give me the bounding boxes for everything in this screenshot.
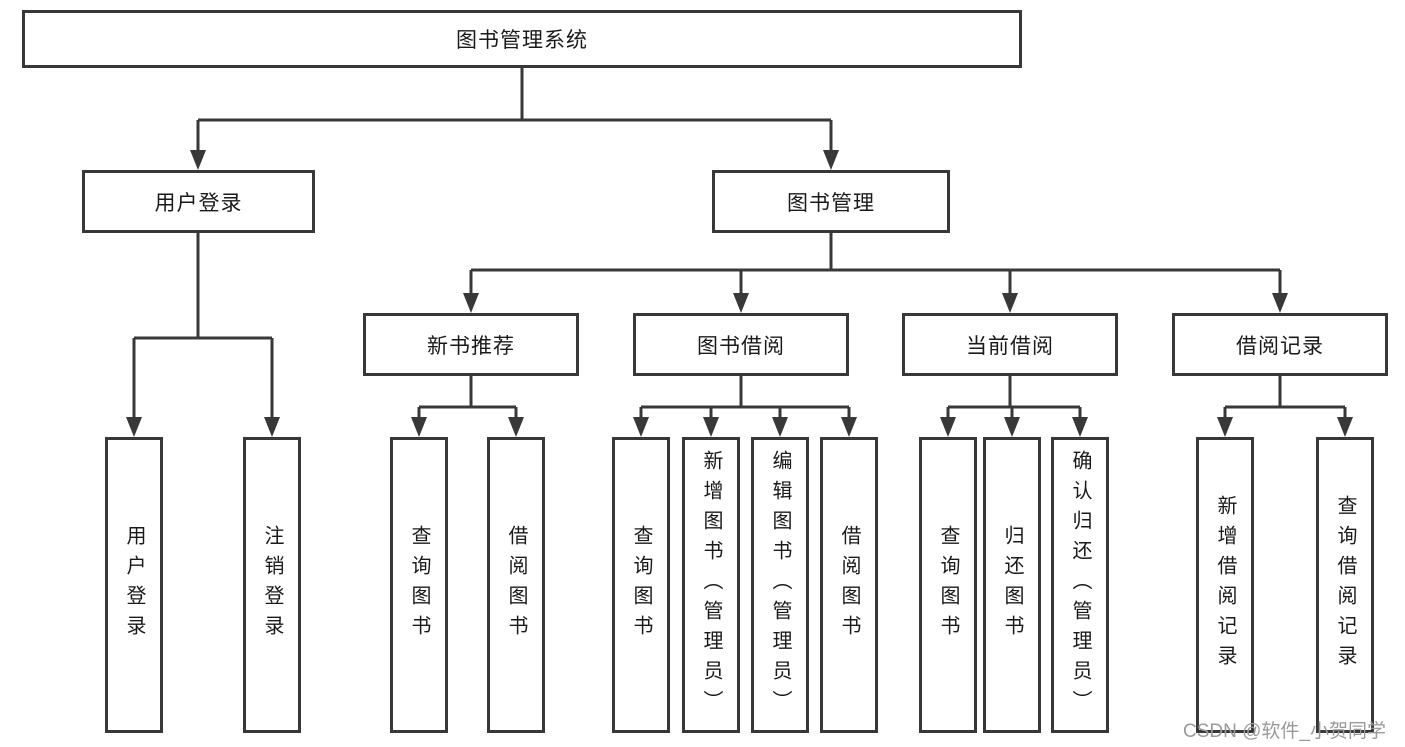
arrowhead-borrow-query [633, 417, 649, 437]
arrowhead-current-query [940, 417, 956, 437]
leaf-current-return-books: 归还图书 [983, 437, 1041, 733]
arrowhead-borrow-records [1272, 293, 1288, 313]
leaf-label: 查询图书 [630, 525, 652, 645]
node-label: 当前借阅 [966, 334, 1054, 358]
node-label: 图书管理系统 [456, 29, 588, 52]
arrowhead-new-book [463, 293, 479, 313]
leaf-recommend-borrow-books: 借阅图书 [487, 437, 545, 733]
leaf-label: 归还图书 [1001, 525, 1023, 645]
connector-records-split [1223, 376, 1347, 420]
arrowhead-borrow-add [703, 417, 719, 437]
csdn-watermark: CSDN @软件_小贺同学 [1183, 721, 1386, 742]
connector-new-book-split [417, 376, 518, 420]
connector-book-borrow-split [639, 376, 851, 420]
leaf-borrow-borrow-books: 借阅图书 [820, 437, 878, 733]
leaf-label: 编辑图书（管理员） [769, 450, 791, 720]
node-book-management: 图书管理 [712, 170, 950, 233]
leaf-borrow-query-books: 查询图书 [612, 437, 670, 733]
leaf-borrow-add-books-admin: 新增图书（管理员） [682, 437, 740, 733]
node-label: 图书借阅 [697, 334, 785, 358]
arrowhead-book-management [823, 150, 839, 170]
leaf-label: 新增借阅记录 [1214, 495, 1236, 675]
connector-book-management-split [469, 233, 1282, 296]
arrowhead-current-borrow [1002, 293, 1018, 313]
leaf-user-login: 用户登录 [105, 437, 163, 733]
leaf-label: 借阅图书 [838, 525, 860, 645]
arrowhead-borrow-borrow [841, 417, 857, 437]
arrowhead-recommend-query [411, 417, 427, 437]
leaf-label: 新增图书（管理员） [700, 450, 722, 720]
node-book-borrowing: 图书借阅 [633, 313, 849, 376]
arrowhead-book-borrow [733, 293, 749, 313]
node-current-borrowing: 当前借阅 [902, 313, 1118, 376]
leaf-label: 注销登录 [261, 525, 283, 645]
arrowhead-current-confirm [1072, 417, 1088, 437]
node-borrowing-records: 借阅记录 [1172, 313, 1388, 376]
arrowhead-leaf-user-login [126, 417, 142, 437]
connector-root-split [196, 68, 833, 152]
leaf-recommend-query-books: 查询图书 [390, 437, 448, 733]
node-user-login: 用户登录 [82, 170, 315, 233]
arrowhead-borrow-edit [772, 417, 788, 437]
leaf-label: 确认归还（管理员） [1069, 450, 1091, 720]
connector-user-login-split [132, 233, 274, 420]
node-label: 新书推荐 [427, 334, 515, 358]
leaf-borrow-edit-books-admin: 编辑图书（管理员） [751, 437, 809, 733]
node-label: 用户登录 [154, 191, 243, 215]
leaf-records-add-record: 新增借阅记录 [1196, 437, 1254, 733]
node-label: 图书管理 [787, 191, 875, 215]
leaf-current-confirm-return-admin: 确认归还（管理员） [1051, 437, 1109, 733]
node-label: 借阅记录 [1236, 334, 1324, 358]
leaf-label: 查询图书 [408, 525, 430, 645]
arrowhead-recommend-borrow [508, 417, 524, 437]
arrowhead-leaf-logout [264, 417, 280, 437]
arrowhead-records-add [1217, 417, 1233, 437]
arrowhead-current-return [1004, 417, 1020, 437]
leaf-label: 用户登录 [123, 525, 145, 645]
node-library-management-system: 图书管理系统 [22, 10, 1022, 68]
leaf-records-query-record: 查询借阅记录 [1316, 437, 1374, 733]
connector-current-borrow-split [946, 376, 1082, 420]
arrowhead-records-query [1337, 417, 1353, 437]
leaf-label: 查询借阅记录 [1334, 495, 1356, 675]
arrowhead-user-login [190, 150, 206, 170]
leaf-label: 查询图书 [937, 525, 959, 645]
node-new-book-recommendation: 新书推荐 [363, 313, 579, 376]
leaf-logout: 注销登录 [243, 437, 301, 733]
leaf-label: 借阅图书 [505, 525, 527, 645]
leaf-current-query-books: 查询图书 [919, 437, 977, 733]
